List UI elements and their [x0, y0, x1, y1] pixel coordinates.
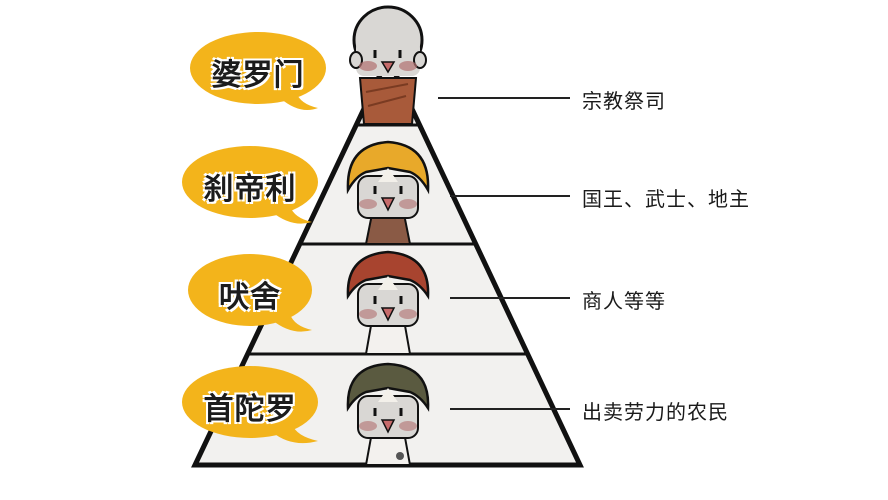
tier-name-brahmin: 婆罗门 [211, 58, 305, 93]
tier-description-kshatriya: 国王、武士、地主 [582, 187, 750, 211]
figure-kshatriya-icon [346, 140, 430, 245]
tier-name-kshatriya: 刹帝利 [203, 172, 297, 207]
tier-name-vaishya: 吠舍 [219, 280, 281, 315]
speech-bubble-3 [188, 254, 312, 332]
speech-bubble-4 [182, 366, 318, 444]
figure-priest-icon [349, 5, 427, 125]
tier-description-vaishya: 商人等等 [582, 289, 666, 313]
speech-bubble-2 [182, 146, 318, 224]
tier-name-shudra: 首陀罗 [203, 392, 297, 427]
tier-description-brahmin: 宗教祭司 [582, 89, 666, 113]
figure-shudra-icon [346, 362, 430, 466]
tier-description-shudra: 出卖劳力的农民 [582, 400, 729, 424]
figure-vaishya-icon [346, 250, 430, 355]
speech-bubble-1 [190, 32, 326, 111]
